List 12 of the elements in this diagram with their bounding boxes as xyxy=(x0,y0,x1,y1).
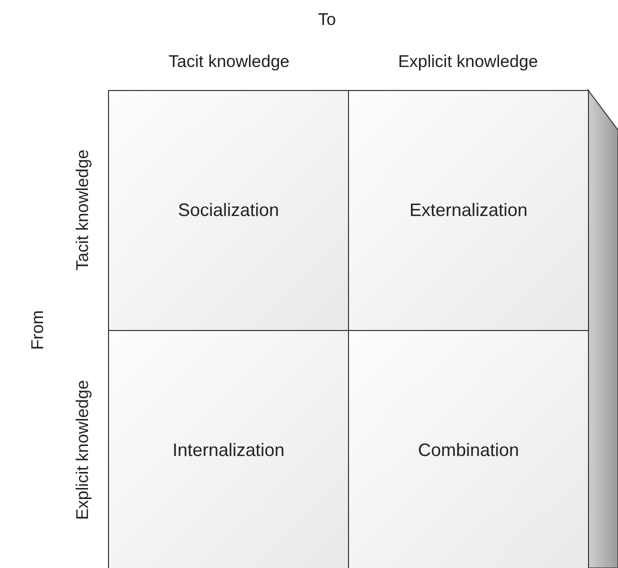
axis-title: From xyxy=(28,310,48,350)
matrix-cell xyxy=(108,90,349,331)
column-header: Explicit knowledge xyxy=(398,52,538,72)
matrix-cell xyxy=(108,330,349,568)
quadrant-label: Combination xyxy=(418,440,520,461)
quadrant-label: Socialization xyxy=(178,200,280,221)
axis-title: To xyxy=(318,10,336,30)
column-header: Tacit knowledge xyxy=(168,52,290,72)
row-header: Tacit knowledge xyxy=(73,150,93,270)
quadrant-label: Externalization xyxy=(409,200,528,221)
quadrant-label: Internalization xyxy=(172,440,285,461)
row-header: Explicit knowledge xyxy=(73,380,93,520)
